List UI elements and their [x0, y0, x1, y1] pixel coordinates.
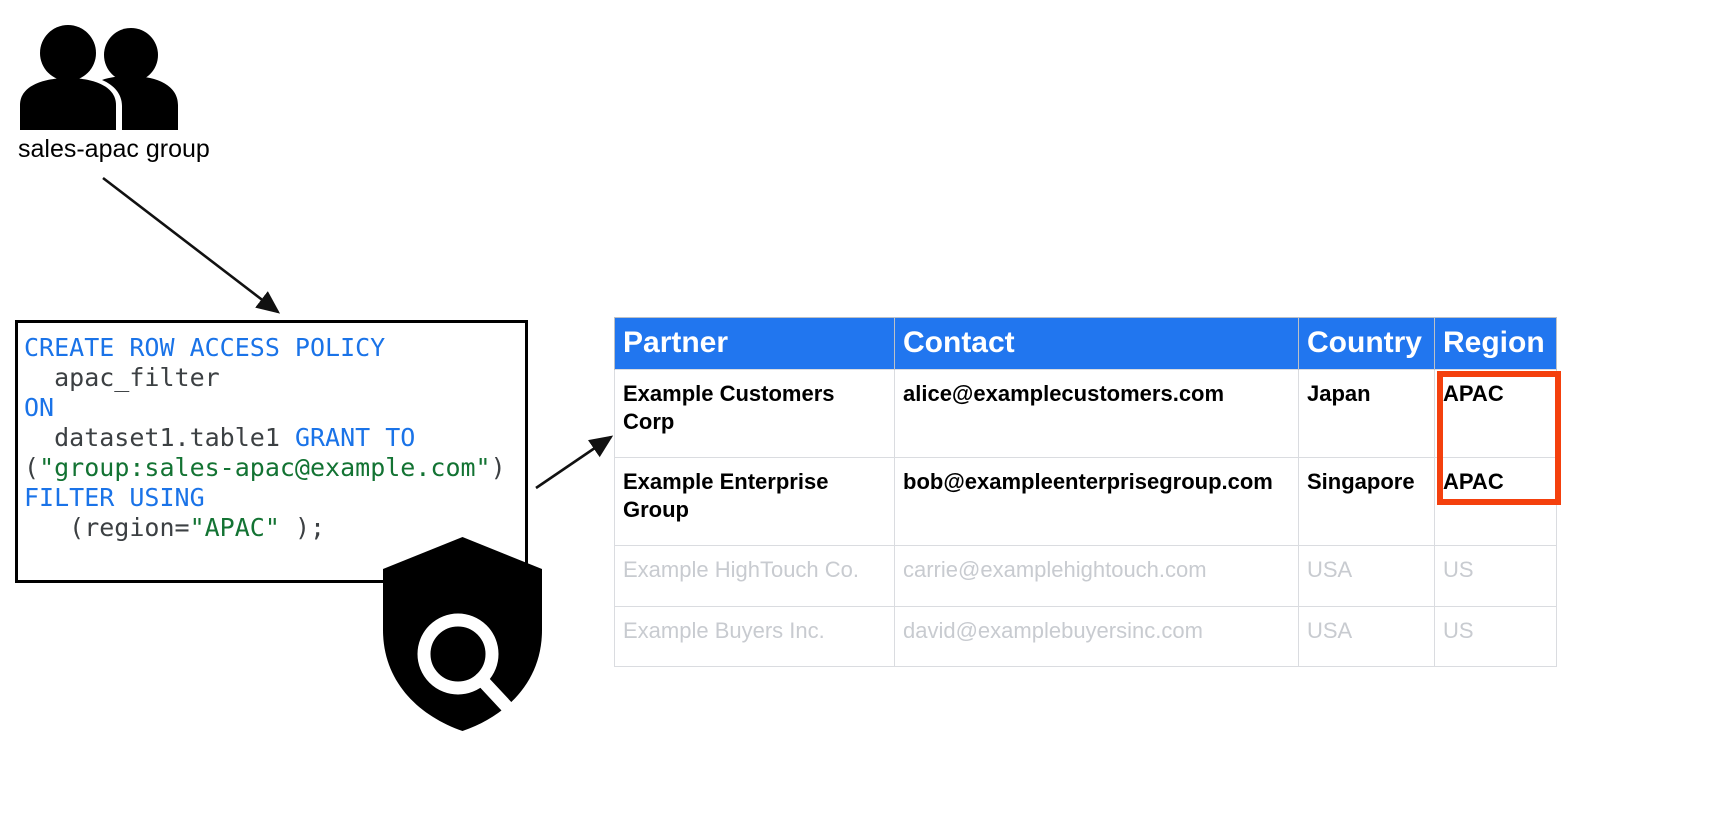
code-token: "group:sales-apac@example.com": [39, 453, 491, 482]
cell-contact: david@examplebuyersinc.com: [894, 605, 1299, 667]
table-row[interactable]: Example Buyers Inc.david@examplebuyersin…: [614, 605, 1557, 667]
cell-country: USA: [1298, 545, 1435, 607]
code-token: ON: [24, 393, 55, 422]
row-access-policy-code-box: CREATE ROW ACCESS POLICY apac_filter ON …: [15, 320, 528, 583]
code-token: dataset1.table1: [24, 423, 295, 452]
table-row[interactable]: Example HighTouch Co.carrie@examplehight…: [614, 545, 1557, 607]
code-token: FILTER USING: [24, 483, 205, 512]
cell-partner: Example Enterprise Group: [614, 457, 895, 546]
code-token: "APAC": [189, 513, 280, 542]
cell-partner: Example Customers Corp: [614, 369, 895, 458]
cell-contact: carrie@examplehightouch.com: [894, 545, 1299, 607]
cell-country: USA: [1298, 605, 1435, 667]
column-header-region[interactable]: Region: [1434, 317, 1557, 370]
shield-search-icon: [380, 534, 545, 734]
cell-partner: Example HighTouch Co.: [614, 545, 895, 607]
cell-region: APAC: [1434, 369, 1557, 458]
people-group-icon: [18, 22, 248, 130]
code-token: apac_filter: [24, 363, 220, 392]
code-text: CREATE ROW ACCESS POLICY apac_filter ON …: [18, 323, 525, 543]
group-node: sales-apac group: [18, 22, 248, 164]
partner-table: Partner Contact Country Region Example C…: [614, 317, 1557, 667]
code-token: (region=: [24, 513, 190, 542]
cell-country: Japan: [1298, 369, 1435, 458]
code-token: GRANT TO: [294, 423, 416, 452]
column-header-partner[interactable]: Partner: [614, 317, 895, 370]
cell-region: US: [1434, 545, 1557, 607]
code-token: CREATE ROW ACCESS POLICY: [24, 333, 386, 362]
column-header-contact[interactable]: Contact: [894, 317, 1299, 370]
cell-partner: Example Buyers Inc.: [614, 605, 895, 667]
cell-region: US: [1434, 605, 1557, 667]
cell-region: APAC: [1434, 457, 1557, 546]
partner-table-container: Partner Contact Country Region Example C…: [614, 317, 1557, 667]
cell-contact: bob@exampleenterprisegroup.com: [894, 457, 1299, 546]
code-token: );: [279, 513, 326, 542]
table-header-row: Partner Contact Country Region: [614, 317, 1557, 370]
column-header-country[interactable]: Country: [1298, 317, 1435, 370]
group-label: sales-apac group: [18, 135, 210, 163]
table-head: Partner Contact Country Region: [614, 317, 1557, 370]
cell-country: Singapore: [1298, 457, 1435, 546]
code-token: (: [24, 453, 40, 482]
cell-contact: alice@examplecustomers.com: [894, 369, 1299, 458]
code-token: ): [490, 453, 506, 482]
